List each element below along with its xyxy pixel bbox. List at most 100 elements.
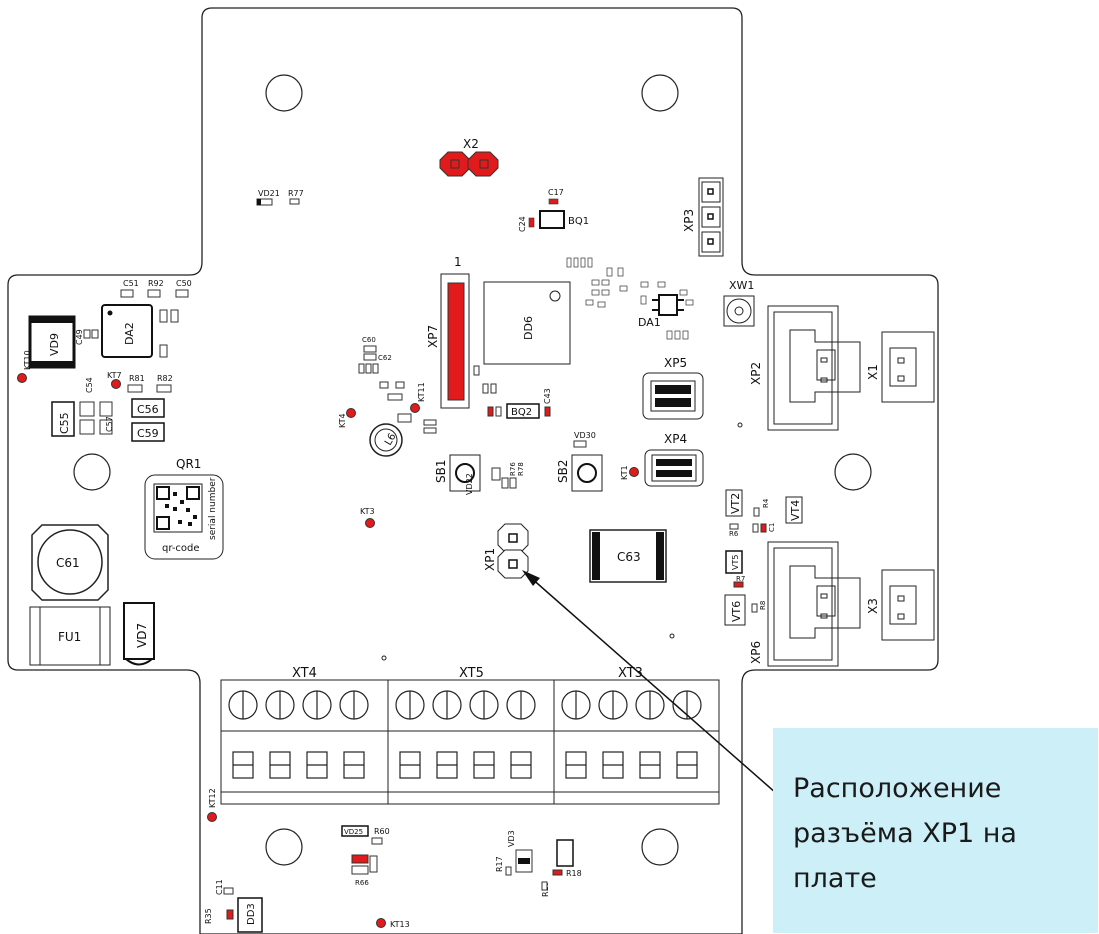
svg-text:C62: C62 [378,354,392,362]
xp5-connector: XP5 [642,356,704,420]
svg-text:VD30: VD30 [574,431,596,440]
fu1-vd7: FU1 VD7 [29,602,155,666]
svg-text:DD3: DD3 [246,903,257,925]
svg-text:KT10: KT10 [23,350,32,370]
svg-text:KT4: KT4 [338,413,347,428]
svg-text:XP1: XP1 [483,548,497,571]
x2-connector: X2 [439,137,499,177]
svg-text:R77: R77 [288,189,304,198]
svg-text:XP3: XP3 [682,209,696,232]
svg-text:KT3: KT3 [360,507,375,516]
svg-text:VT4: VT4 [789,500,802,521]
da2-area: C51 R92 C50 VD9 C49 DA2 [28,279,192,369]
svg-text:qr-code: qr-code [162,543,200,554]
svg-text:DA1: DA1 [638,316,661,329]
svg-text:R4: R4 [762,498,770,508]
svg-text:C59: C59 [137,427,159,440]
callout-line-3: плате [793,863,877,894]
c61-capacitor: C61 [31,524,109,601]
svg-text:DA2: DA2 [123,322,136,345]
xp7-connector: 1 XP7 [426,255,470,409]
vias [381,422,743,661]
vd22-label: VD22 [465,473,474,495]
xp1-connector: XP1 [483,523,529,579]
svg-text:VD3: VD3 [507,830,516,847]
svg-text:L6: L6 [383,432,398,448]
vd21-r77: VD21 R77 [256,189,304,206]
svg-text:C57: C57 [105,416,114,432]
svg-text:XT5: XT5 [459,666,484,681]
svg-text:R81: R81 [129,374,145,383]
bottom-area: KT12 VD25 R60 R66 VD3 R17 R18 R19 C11 R3… [204,788,582,933]
capacitor-group-left: C54 C55 C57 C56 C59 [51,377,165,442]
callout-box: Расположение разъёма XP1 на плате [773,728,1098,933]
svg-text:C51: C51 [123,279,139,288]
mounting-holes [73,74,872,866]
qr1-code: QR1 serial number qr-code [144,457,224,560]
callout-arrow [522,570,794,809]
svg-text:XP5: XP5 [664,356,687,370]
terminal-block: XT4 XT5 XT3 [220,666,720,805]
svg-text:DD6: DD6 [522,316,535,340]
svg-text:C63: C63 [617,550,641,564]
xp3-connector: XP3 [682,177,724,257]
svg-text:KT13: KT13 [390,920,410,929]
svg-text:R92: R92 [148,279,164,288]
svg-text:R17: R17 [495,856,504,872]
dd6-passives [566,257,694,340]
svg-text:1: 1 [454,255,462,269]
svg-text:BQ2: BQ2 [511,407,532,418]
svg-text:SB2: SB2 [556,460,570,483]
svg-text:C11: C11 [215,879,224,895]
svg-text:R6: R6 [729,530,739,538]
svg-text:XW1: XW1 [729,279,754,292]
svg-text:XP4: XP4 [664,432,687,446]
svg-text:KT7: KT7 [107,371,122,380]
svg-text:QR1: QR1 [176,457,201,471]
svg-text:R8: R8 [759,601,767,610]
svg-text:KT11: KT11 [417,382,426,402]
svg-text:SB1: SB1 [434,460,448,483]
svg-text:FU1: FU1 [58,630,81,644]
svg-text:R76: R76 [509,462,517,476]
svg-text:C61: C61 [56,556,80,570]
svg-text:C55: C55 [58,412,71,434]
svg-text:VD7: VD7 [135,623,149,648]
svg-text:R82: R82 [157,374,173,383]
bq1-area: C17 C24 BQ1 [518,188,589,232]
svg-text:C54: C54 [85,377,94,393]
callout-line-2: разъёма XP1 на [793,818,1017,849]
svg-text:C49: C49 [75,329,84,345]
svg-text:C24: C24 [518,216,527,232]
svg-text:R35: R35 [204,908,213,924]
c63-capacitor: C63 [589,529,667,583]
svg-text:BQ1: BQ1 [568,216,589,227]
center-left-passives: C60 C62 [358,336,437,434]
svg-text:VT5: VT5 [731,555,740,570]
svg-text:KT1: KT1 [620,465,629,480]
kt10-kt7: KT10 KT7 R81 R82 [17,350,173,393]
svg-text:VD25: VD25 [344,828,363,836]
svg-text:C17: C17 [548,188,564,197]
svg-text:VT2: VT2 [729,493,742,514]
svg-text:serial number: serial number [208,477,218,540]
svg-text:VT6: VT6 [730,601,743,622]
svg-text:X3: X3 [866,598,880,614]
svg-text:VD9: VD9 [48,333,61,356]
svg-text:C1: C1 [768,523,776,532]
svg-text:R18: R18 [566,869,582,878]
svg-text:C43: C43 [543,388,552,404]
svg-text:R60: R60 [374,827,390,836]
xp4-connector: XP4 [644,432,704,487]
svg-text:XP2: XP2 [749,362,763,385]
svg-text:R66: R66 [355,879,369,887]
svg-text:C60: C60 [362,336,376,344]
svg-text:C50: C50 [176,279,192,288]
svg-text:X1: X1 [866,364,880,380]
x2-label: X2 [463,137,479,151]
kt3-testpoint: KT3 [360,507,375,528]
svg-text:KT12: KT12 [208,788,217,808]
svg-text:R7: R7 [736,575,745,583]
svg-text:XT4: XT4 [292,666,317,681]
